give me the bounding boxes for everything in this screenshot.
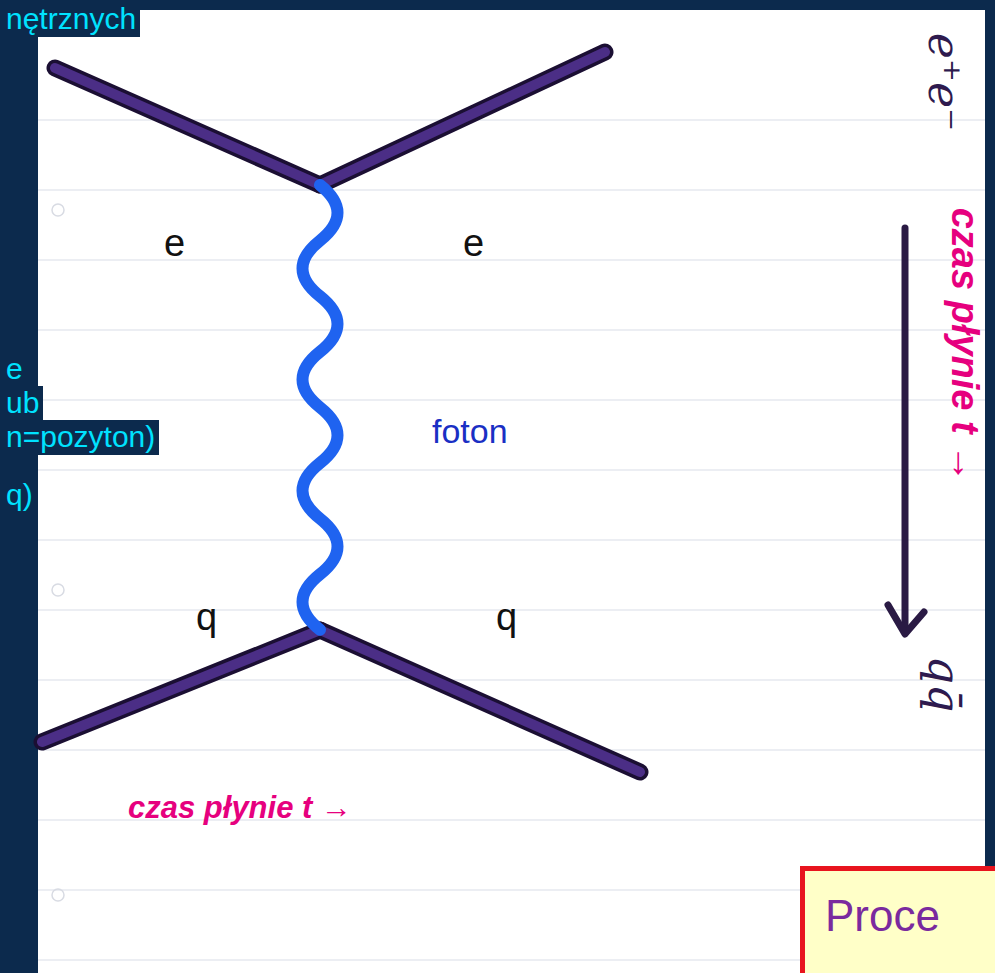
process-text: Proce [825,891,940,942]
photon-label-wrap: foton [432,412,508,451]
photon-wave [303,185,338,630]
slide-text-fragment: nętrznych [2,2,140,37]
process-text-row: Proce [825,891,995,942]
photon-label: foton [432,412,508,451]
particle-label: e [164,222,185,266]
process-box: Proce [800,866,995,973]
handwritten-label: qq̄ [919,656,970,712]
binder-holes [52,204,64,901]
time-label-wrap: czas płynie t → [942,208,986,483]
fermion-lines [42,52,640,772]
slide-text-fragment: e [2,352,27,387]
particle-label-wrap: e [463,222,484,266]
particle-label: q [196,596,217,640]
particle-label-wrap: q [496,596,517,640]
slide-text-fragment-wrap: ub [2,386,43,421]
handwritten-label-wrap: e⁺e⁻ [919,33,970,132]
slide-text-fragment: n=pozyton) [2,420,159,455]
slide-text-fragment: q) [2,478,37,513]
slide-text-fragment-wrap: q) [2,478,37,513]
slide-text-fragment-wrap: e [2,352,27,387]
handwritten-label: e⁺e⁻ [919,33,970,132]
time-label: czas płynie t → [128,790,352,826]
time-label: czas płynie t → [942,208,986,483]
slide-text-fragment-wrap: nętrznych [2,2,140,37]
time-label-wrap: czas płynie t → [128,790,352,826]
particle-label: q [496,596,517,640]
particle-label-wrap: q [196,596,217,640]
slide-text-fragment-wrap: n=pozyton) [2,420,159,455]
slide-text-fragment: ub [2,386,43,421]
notebook-paper [38,10,985,973]
particle-label: e [463,222,484,266]
time-arrow [888,228,924,634]
ruled-lines [38,120,985,960]
particle-label-wrap: e [164,222,185,266]
handwritten-label-wrap: qq̄ [919,656,970,712]
